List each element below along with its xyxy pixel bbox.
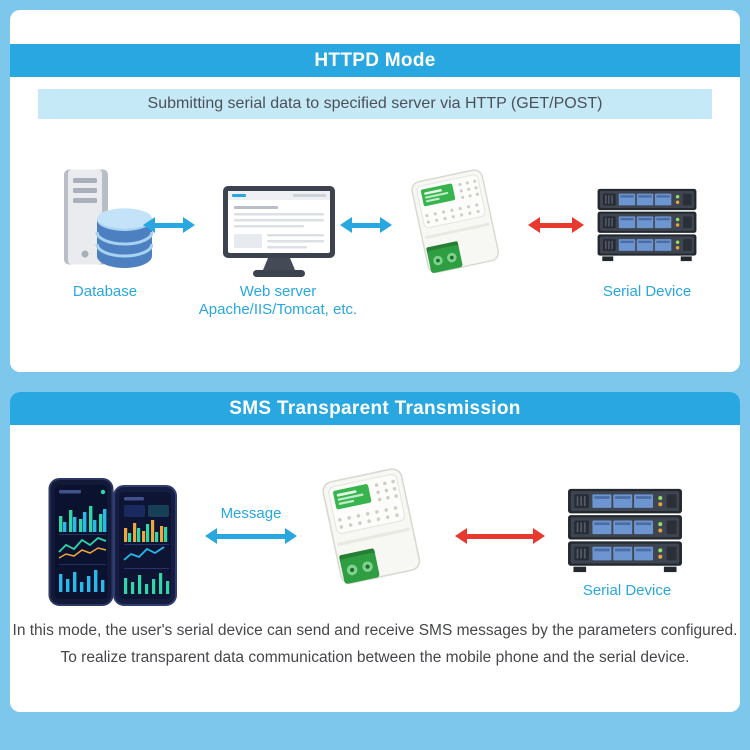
httpd-mode-title: HTTPD Mode	[314, 49, 436, 71]
database-icon	[64, 169, 153, 268]
web-server-monitor-icon	[223, 186, 335, 277]
webserver-module-arrow-icon	[340, 217, 392, 233]
sms-header-bar: SMS Transparent Transmission	[10, 392, 740, 425]
serial-device-label: Serial Device	[602, 283, 692, 300]
web-server-label: Web server Apache/IIS/Tomcat, etc.	[168, 283, 388, 319]
database-webserver-arrow-icon	[143, 217, 195, 233]
database-node	[58, 168, 153, 272]
httpd-mode-header-bar: HTTPD Mode	[10, 44, 740, 77]
database-label: Database	[72, 283, 138, 300]
server-rack-icon	[597, 188, 697, 262]
din-rail-module-icon	[322, 468, 421, 584]
serial-device-node	[596, 188, 698, 262]
serial-device-label-sms: Serial Device	[582, 582, 672, 599]
module-serialdevice-arrow-icon	[528, 217, 584, 233]
din-rail-module-icon	[411, 169, 500, 274]
sms-description-line1: In this mode, the user's serial device c…	[12, 622, 738, 639]
httpd-mode-section: HTTPD Mode Submitting serial data to spe…	[10, 10, 740, 372]
httpd-subtitle-bar: Submitting serial data to specified serv…	[38, 89, 712, 119]
sms-section: SMS Transparent Transmission	[10, 392, 740, 712]
serial-device-node-sms	[566, 488, 684, 573]
phone-module-arrow-icon	[205, 528, 297, 544]
httpd-subtitle-text: Submitting serial data to specified serv…	[147, 95, 603, 112]
server-rack-icon	[568, 488, 682, 573]
web-server-node	[222, 186, 336, 278]
din-module-node-sms	[304, 458, 436, 597]
web-server-label-line2: Apache/IIS/Tomcat, etc.	[198, 301, 358, 318]
web-server-label-line1: Web server	[239, 283, 317, 300]
phones-node	[48, 476, 180, 608]
din-module-node	[395, 160, 513, 285]
smartphones-icon	[48, 478, 177, 606]
message-label: Message	[220, 505, 282, 522]
sms-description-line2: To realize transparent data communicatio…	[60, 649, 690, 666]
sms-title: SMS Transparent Transmission	[229, 397, 521, 419]
module-serialdevice-arrow-sms-icon	[455, 528, 545, 544]
